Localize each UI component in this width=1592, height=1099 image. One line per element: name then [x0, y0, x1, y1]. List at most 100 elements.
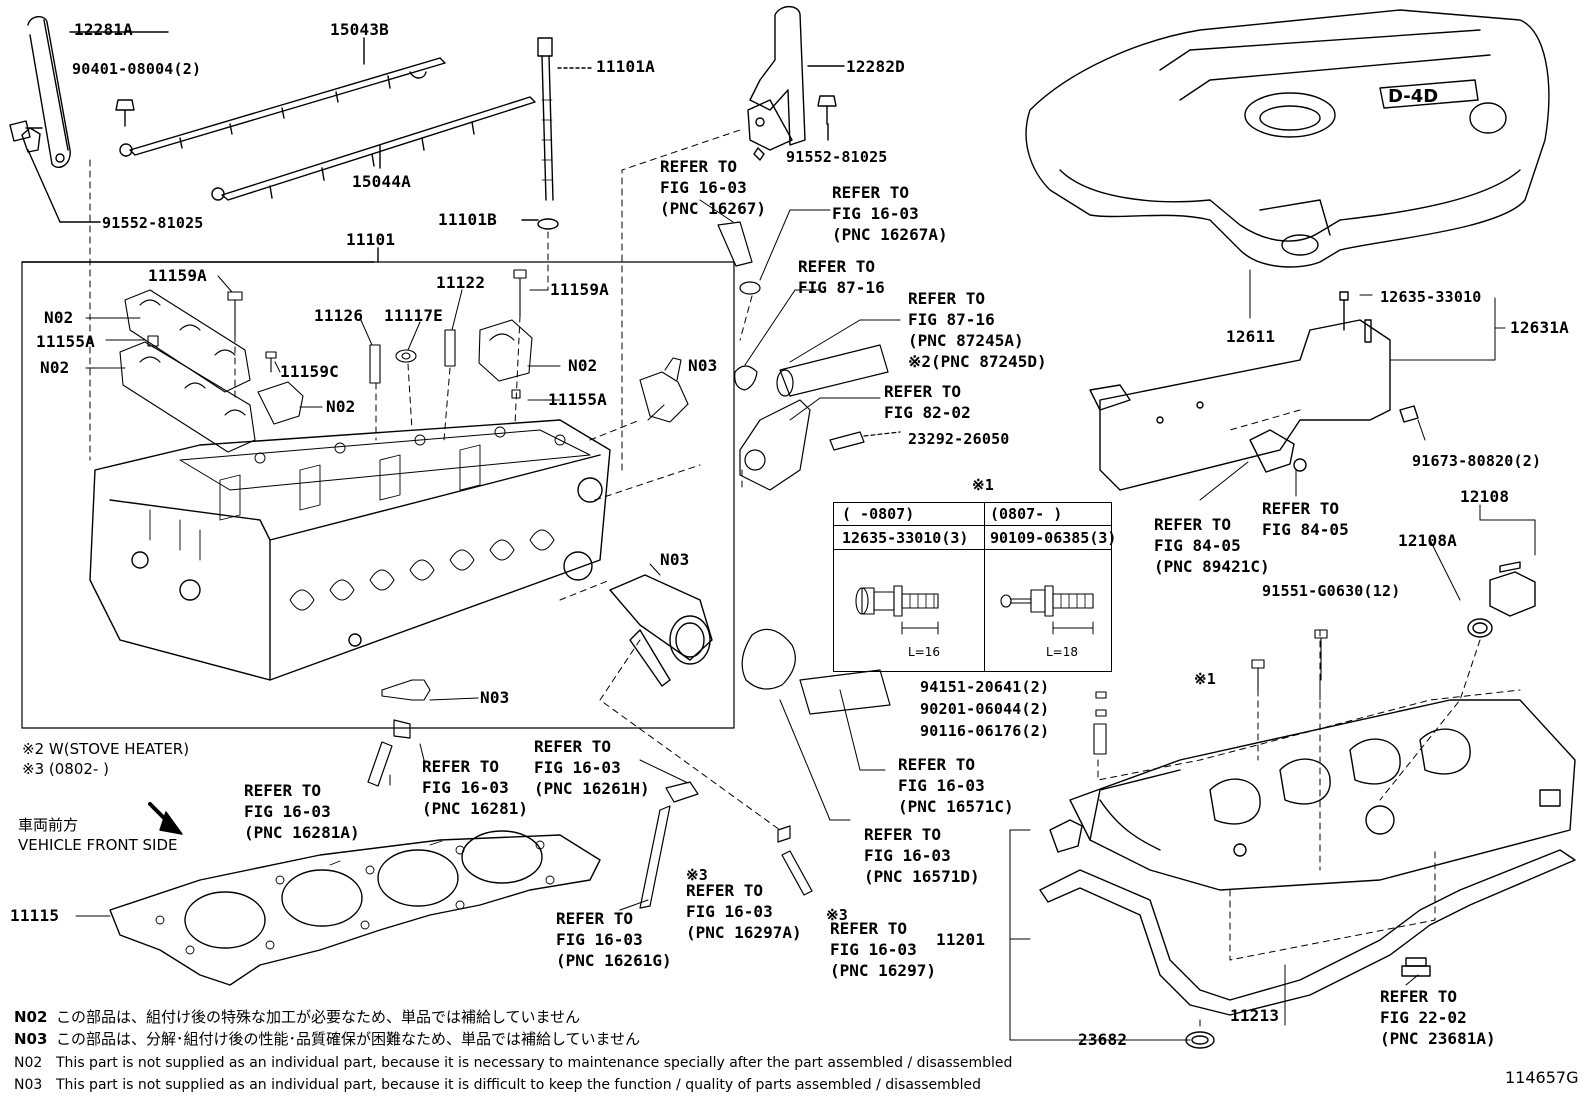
dashed-guides-center: [599, 295, 781, 831]
right-bolts: [1093, 629, 1328, 755]
part-label-n02-3: N02: [326, 397, 356, 416]
bolt-91552-left: [9, 120, 101, 223]
head-cover-11201: [1049, 699, 1576, 891]
diagram-id: 114657G: [1505, 1068, 1579, 1087]
part-label-n02-4: N02: [568, 356, 598, 375]
marker-3-left: ※3: [686, 866, 708, 884]
part-label-12611: 12611: [1226, 327, 1276, 346]
refer-16267: REFER TO FIG 16-03 (PNC 16267): [660, 157, 766, 218]
part-label-11117E: 11117E: [384, 306, 443, 325]
part-label-11155A-left: 11155A: [36, 332, 95, 351]
inset-col1-part: 12635-33010(3): [842, 529, 969, 547]
refer-16281A: REFER TO FIG 16-03 (PNC 16281A): [244, 781, 360, 842]
bolt-91552-center: [817, 95, 837, 141]
part-label-23292-26050: 23292-26050: [908, 430, 1010, 448]
bracket-12631A: [1089, 291, 1419, 491]
part-label-11101: 11101: [346, 230, 396, 249]
part-label-11201: 11201: [936, 930, 986, 949]
leaders-right-top: [1199, 294, 1536, 601]
part-label-11159A-left: 11159A: [148, 266, 207, 285]
cylinder-head-body: [89, 419, 611, 681]
engine-cover-12611: [1025, 9, 1550, 268]
part-label-91552-81025-left: 91552-81025: [102, 214, 204, 232]
part-label-12635-33010: 12635-33010: [1380, 288, 1482, 306]
inset-col2-length: L=18: [1046, 645, 1079, 659]
harness-15044A: [211, 96, 536, 201]
refer-16261G: REFER TO FIG 16-03 (PNC 16261G): [556, 909, 672, 970]
part-label-n03-2: N03: [660, 550, 690, 569]
refer-16281: REFER TO FIG 16-03 (PNC 16281): [422, 757, 528, 818]
refer-84-05-89421C: REFER TO FIG 84-05 (PNC 89421C): [1154, 515, 1270, 576]
inset-bolt-1: [855, 585, 939, 635]
bracket-12282D: [747, 5, 845, 161]
part-label-n03-3: N03: [480, 688, 510, 707]
part-label-15043B: 15043B: [330, 20, 389, 39]
inset-col1-length: L=16: [908, 645, 941, 659]
part-label-11159A-right: 11159A: [550, 280, 609, 299]
refer-16267A: REFER TO FIG 16-03 (PNC 16267A): [832, 183, 948, 244]
plug-23681A: [1401, 957, 1431, 977]
refer-16297A: REFER TO FIG 16-03 (PNC 16297A): [686, 881, 802, 942]
inset-col2-part: 90109-06385(3): [990, 529, 1117, 547]
refer-87-16: REFER TO FIG 87-16: [798, 257, 885, 297]
leaders-left: [85, 275, 665, 701]
vehicle-front-jp: 車両前方: [18, 816, 79, 834]
cylinder-head-group-frame: [21, 261, 735, 729]
part-label-90116-06176: 90116-06176(2): [920, 722, 1050, 740]
footer-n03-jp-code: N03: [14, 1030, 48, 1048]
part-label-n03-1: N03: [688, 356, 718, 375]
refer-84-05: REFER TO FIG 84-05: [1262, 499, 1349, 539]
footer-n03-jp: この部品は、分解･組付け後の性能･品質確保が困難なため、単品では補給していません: [56, 1030, 641, 1048]
part-label-12108A: 12108A: [1398, 531, 1457, 550]
leaders-right-bottom: [1009, 829, 1419, 1041]
note-date-range: ※3 (0802- ): [22, 760, 109, 778]
vehicle-front-en: VEHICLE FRONT SIDE: [18, 836, 178, 854]
leaders-center: [389, 199, 901, 911]
part-label-91551-g0630: 91551-G0630(12): [1262, 582, 1401, 600]
inset-table-version-bolts: ( -0807) (0807- ) 12635-33010(3) 90109-0…: [833, 502, 1116, 672]
refer-16297: REFER TO FIG 16-03 (PNC 16297): [830, 919, 936, 980]
dashed-right-bottom: [1097, 639, 1521, 1031]
part-label-n02-2: N02: [40, 358, 70, 377]
marker-3-right: ※3: [826, 906, 848, 924]
footer-n03-en: This part is not supplied as an individu…: [56, 1077, 982, 1093]
part-label-15044A: 15044A: [352, 172, 411, 191]
part-label-90401-08004: 90401-08004(2): [72, 60, 202, 78]
footer-n03-en-code: N03: [14, 1077, 43, 1093]
footer-n02-jp-code: N02: [14, 1008, 48, 1026]
part-label-12282D: 12282D: [846, 57, 905, 76]
part-label-11126: 11126: [314, 306, 364, 325]
part-label-11101A: 11101A: [596, 57, 655, 76]
part-label-11101B: 11101B: [438, 210, 497, 229]
oil-filler-cap-12108: [1467, 561, 1536, 638]
part-label-91673-80820: 91673-80820(2): [1412, 452, 1542, 470]
note-stove-heater: ※2 W(STOVE HEATER): [22, 740, 190, 758]
bolt-11101A: [521, 37, 595, 230]
inset-col1-header: ( -0807): [842, 505, 915, 523]
water-pipe-n03: [609, 574, 713, 687]
bearing-caps: [119, 289, 533, 453]
part-label-11159C: 11159C: [280, 362, 339, 381]
emblem-text: D-4D: [1388, 86, 1438, 107]
footer-n02-en: This part is not supplied as an individu…: [56, 1055, 1013, 1071]
vehicle-front-arrow-icon: [148, 802, 183, 835]
footer-n02-jp: この部品は、組付け後の特殊な加工が必要なため、単品では補給していません: [56, 1008, 581, 1026]
part-label-11115: 11115: [10, 906, 60, 925]
harness-15043B: [119, 37, 446, 157]
part-label-12281A: 12281A: [74, 20, 133, 39]
part-label-12108: 12108: [1460, 487, 1510, 506]
marker-1-bottom: ※1: [1194, 670, 1216, 688]
part-label-94151-20641: 94151-20641(2): [920, 678, 1050, 696]
part-label-12631A: 12631A: [1510, 318, 1569, 337]
part-label-23682: 23682: [1078, 1030, 1128, 1049]
refer-16571D: REFER TO FIG 16-03 (PNC 16571D): [864, 825, 980, 886]
marker-1-top: ※1: [972, 476, 994, 494]
refer-23681A: REFER TO FIG 22-02 (PNC 23681A): [1380, 987, 1496, 1048]
dashed-right-top: [1229, 409, 1321, 701]
bolt-90401: [115, 99, 135, 127]
small-parts: [147, 269, 689, 701]
part-label-n02-1: N02: [44, 308, 74, 327]
part-label-11213: 11213: [1230, 1006, 1280, 1025]
